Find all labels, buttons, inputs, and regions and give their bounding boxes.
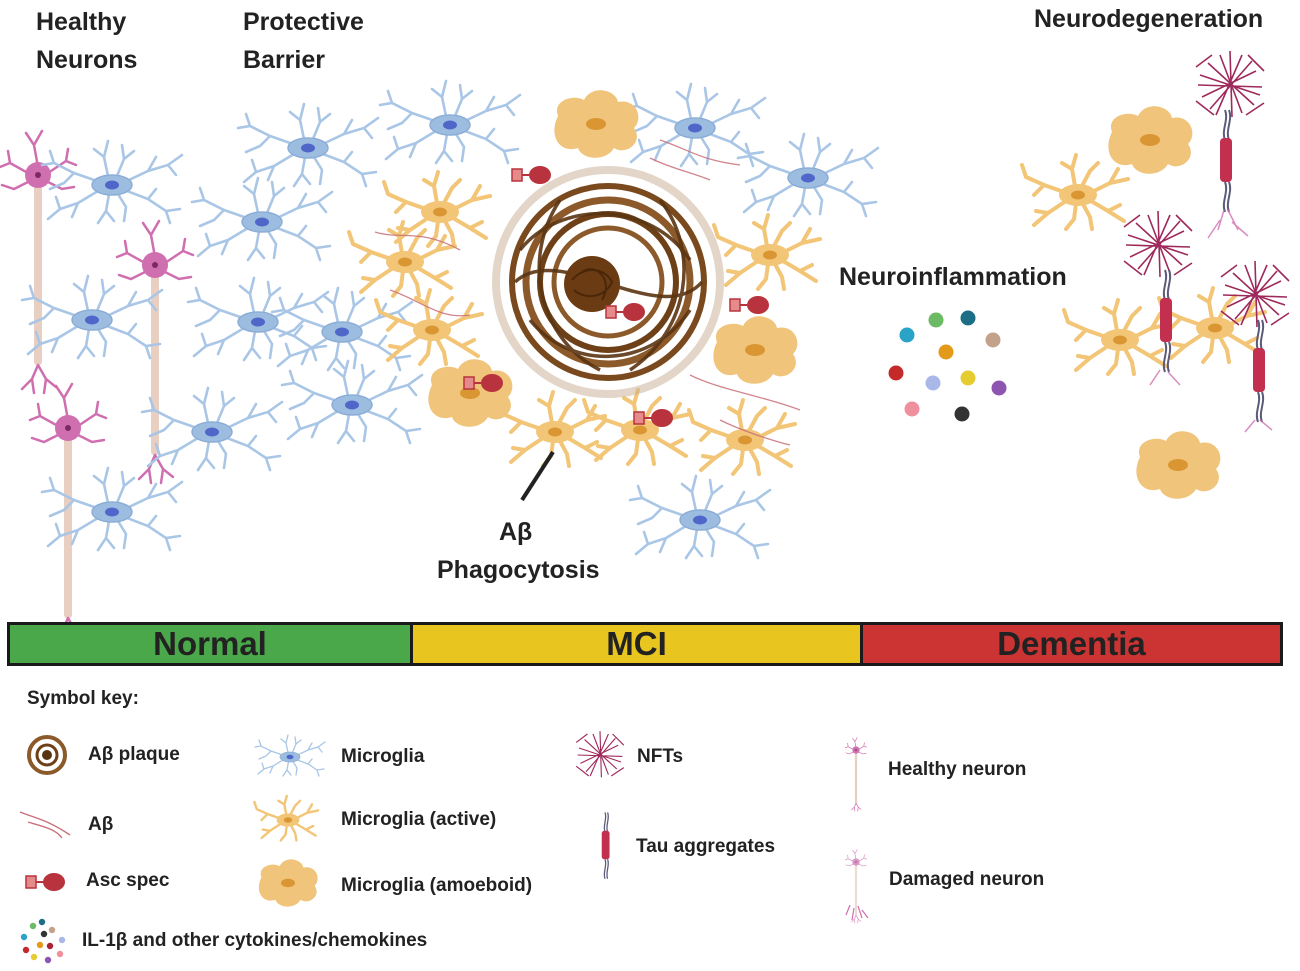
damaged-neurons-group — [1123, 50, 1290, 433]
abeta-fibril-icon — [19, 811, 71, 839]
cytokine-dot — [925, 375, 941, 391]
microglia-amoeboid-icon — [258, 859, 318, 907]
key-label-healthy-neuron: Healthy neuron — [888, 759, 1027, 780]
tau-aggregate-icon — [601, 811, 611, 880]
asc-spec-icon — [25, 872, 66, 892]
cytokine-dot — [985, 332, 1001, 348]
stage-dementia: Dementia — [860, 625, 1280, 663]
healthy-neurons-line2: Neurons — [36, 46, 138, 74]
cytokine-dot — [22, 946, 30, 954]
protective-barrier-label: Protective Barrier — [243, 3, 364, 79]
cytokine-dot — [991, 380, 1007, 396]
key-label-plaque: Aβ plaque — [88, 744, 180, 765]
damaged-neuron-icon — [845, 849, 869, 924]
abeta-phagocytosis-line1: Aβ — [499, 518, 533, 546]
key-label-asc-spec: Asc spec — [86, 870, 170, 891]
abeta-fibrils — [374, 139, 801, 446]
cytokine-dot — [38, 918, 46, 926]
phagocytosis-pointer — [520, 450, 555, 502]
healthy-neuron — [0, 129, 78, 395]
key-label-microglia-active: Microglia (active) — [341, 809, 497, 830]
cytokine-dot — [46, 942, 54, 950]
healthy-neuron-icon — [845, 737, 867, 812]
cytokine-dot — [928, 312, 944, 328]
key-label-microglia-amoeboid: Microglia (amoeboid) — [341, 875, 533, 896]
abeta-plaque — [492, 166, 724, 398]
cytokines-cluster — [888, 310, 1007, 422]
protective-barrier-line2: Barrier — [243, 46, 325, 74]
cytokine-dot — [58, 936, 66, 944]
key-label-damaged-neuron: Damaged neuron — [889, 869, 1045, 890]
nft-icon — [575, 730, 625, 778]
key-label-tau: Tau aggregates — [636, 836, 776, 857]
key-label-abeta: Aβ — [88, 814, 114, 835]
cytokine-dot — [899, 327, 915, 343]
abeta-phagocytosis-line2: Phagocytosis — [437, 556, 600, 584]
abeta-phagocytosis-label: Aβ Phagocytosis — [437, 513, 600, 589]
cytokine-dot — [36, 941, 44, 949]
active-microglia-group — [347, 153, 1267, 476]
microglia-icon — [254, 734, 326, 777]
cytokine-dot — [20, 933, 28, 941]
cytokine-dot — [48, 926, 56, 934]
cytokine-dot — [29, 922, 37, 930]
cytokine-dot — [888, 365, 904, 381]
stage-normal: Normal — [10, 625, 410, 663]
neurodegeneration-label: Neurodegeneration — [1034, 5, 1264, 33]
cytokines-icon — [20, 918, 66, 964]
cytokine-dot — [960, 310, 976, 326]
cytokine-dot — [904, 401, 920, 417]
protective-barrier-line1: Protective — [243, 8, 364, 36]
healthy-neurons-label: Healthy Neurons — [36, 3, 137, 79]
plaque-icon — [27, 735, 67, 775]
healthy-neurons-line1: Healthy — [36, 8, 127, 36]
cytokine-dot — [40, 930, 48, 938]
cytokine-dot — [954, 406, 970, 422]
cytokine-dot — [960, 370, 976, 386]
cytokine-dot — [30, 953, 38, 961]
microglia-active-icon — [253, 794, 320, 842]
key-label-cytokines: IL-1β and other cytokines/chemokines — [82, 930, 428, 951]
cytokine-dot — [56, 950, 64, 958]
cytokine-dot — [938, 344, 954, 360]
key-label-microglia: Microglia — [341, 746, 425, 767]
symbol-key-title: Symbol key: — [27, 688, 139, 709]
key-label-nfts: NFTs — [637, 746, 684, 767]
cytokine-dot — [44, 956, 52, 964]
stage-mci: MCI — [410, 625, 860, 663]
symbol-key-icons — [19, 730, 869, 964]
neuroinflammation-label: Neuroinflammation — [839, 263, 1067, 291]
disease-stage-bar: Normal MCI Dementia — [7, 622, 1283, 666]
